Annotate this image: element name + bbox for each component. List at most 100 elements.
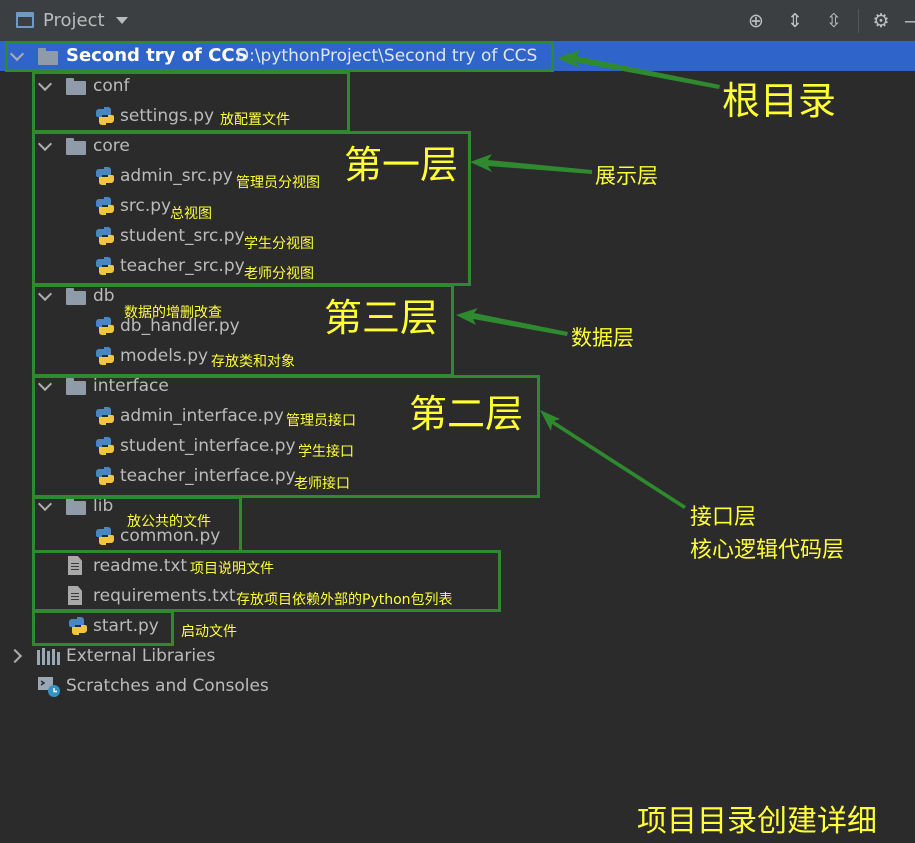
locate-icon[interactable]: ⊕ bbox=[748, 10, 764, 32]
folder-name: core bbox=[93, 136, 130, 156]
tree-row-lib[interactable]: lib bbox=[0, 491, 241, 521]
tree-item-label: External Libraries bbox=[66, 646, 216, 666]
python-file-icon bbox=[96, 317, 114, 335]
file-name: teacher_src.py bbox=[120, 256, 245, 276]
file-name: requirements.txt bbox=[93, 586, 236, 606]
python-file-icon bbox=[96, 197, 114, 215]
tree-row-conf[interactable]: conf bbox=[0, 71, 350, 101]
python-file-icon bbox=[96, 437, 114, 455]
file-name: teacher_interface.py bbox=[120, 466, 296, 486]
annotation-note: 学生接口 bbox=[298, 444, 354, 460]
tree-row-readme[interactable]: readme.txt 项目说明文件 bbox=[0, 551, 500, 581]
library-icon bbox=[37, 648, 60, 665]
python-file-icon bbox=[96, 107, 114, 125]
tree-row-models[interactable]: models.py 存放类和对象 bbox=[0, 341, 453, 371]
tree-row-requirements[interactable]: requirements.txt 存放项目依赖外部的Python包列表 bbox=[0, 581, 500, 611]
arrow-layer3 bbox=[456, 308, 568, 336]
layer-description: 展示层 bbox=[595, 164, 658, 188]
tree-row-admin-interface[interactable]: admin_interface.py 管理员接口 bbox=[0, 401, 539, 431]
python-file-icon bbox=[96, 527, 114, 545]
tree-row-teacher-src[interactable]: teacher_src.py 老师分视图 bbox=[0, 251, 470, 282]
layer-description: 核心逻辑代码层 bbox=[690, 538, 845, 563]
tree-row-src[interactable]: src.py 总视图 bbox=[0, 191, 470, 222]
footer-caption: 项目目录创建详细 bbox=[637, 804, 877, 839]
tree-row-start[interactable]: start.py bbox=[0, 611, 173, 641]
python-file-icon bbox=[96, 227, 114, 245]
file-name: student_interface.py bbox=[120, 436, 296, 456]
tree-row-db[interactable]: db bbox=[0, 281, 453, 311]
folder-icon bbox=[66, 138, 86, 155]
root-label: 根目录 bbox=[722, 79, 837, 123]
tree-row-student-src[interactable]: student_src.py 学生分视图 bbox=[0, 221, 470, 252]
project-window-icon bbox=[16, 12, 34, 28]
chevron-down-icon[interactable] bbox=[116, 17, 128, 24]
annotation-note: 放公共的文件 bbox=[127, 514, 211, 530]
root-folder-name: Second try of CCS bbox=[66, 45, 248, 66]
hide-icon[interactable]: — bbox=[904, 10, 915, 32]
file-name: db_handler.py bbox=[120, 316, 240, 336]
file-name: admin_interface.py bbox=[120, 406, 284, 426]
text-file-icon bbox=[68, 556, 82, 575]
layer-label: 第一层 bbox=[344, 143, 459, 187]
file-name: src.py bbox=[120, 196, 172, 216]
annotation-note: 启动文件 bbox=[181, 624, 237, 640]
tree-row-external-libraries[interactable]: External Libraries bbox=[0, 641, 300, 671]
annotation-note: 总视图 bbox=[170, 206, 212, 222]
toolbar-divider bbox=[858, 9, 859, 33]
scratches-icon bbox=[38, 677, 60, 697]
file-name: readme.txt bbox=[93, 556, 188, 576]
folder-name: conf bbox=[93, 76, 130, 96]
annotation-note: 数据的增删改查 bbox=[124, 305, 222, 321]
text-file-icon bbox=[68, 586, 82, 605]
file-name: common.py bbox=[120, 526, 221, 546]
file-name: admin_src.py bbox=[120, 166, 233, 186]
annotation-box-root bbox=[5, 41, 554, 72]
arrow-root bbox=[557, 50, 720, 89]
annotation-note: 学生分视图 bbox=[244, 236, 314, 252]
folder-name: db bbox=[93, 286, 115, 306]
tree-row-settings[interactable]: settings.py 放配置文件 bbox=[0, 101, 350, 131]
root-folder-path: D:\pythonProject\Second try of CCS bbox=[236, 46, 538, 66]
project-view-title[interactable]: Project bbox=[43, 10, 105, 31]
file-name: settings.py bbox=[120, 106, 215, 126]
arrow-layer1 bbox=[470, 154, 592, 174]
folder-icon bbox=[66, 498, 86, 515]
annotation-note: 项目说明文件 bbox=[190, 561, 274, 577]
tree-item-label: Scratches and Consoles bbox=[66, 676, 269, 696]
tree-row-admin-src[interactable]: admin_src.py 管理员分视图 bbox=[0, 161, 470, 191]
tree-row-teacher-interface[interactable]: teacher_interface.py 老师接口 bbox=[0, 461, 539, 492]
python-file-icon bbox=[69, 617, 87, 635]
tree-row-db-handler[interactable]: db_handler.py bbox=[0, 311, 453, 341]
layer-label: 第二层 bbox=[409, 392, 524, 436]
annotation-note: 老师接口 bbox=[294, 476, 350, 492]
tree-row-core[interactable]: core bbox=[0, 131, 470, 161]
annotation-note: 存放类和对象 bbox=[211, 354, 295, 370]
collapse-all-icon[interactable]: ⇳ bbox=[826, 10, 842, 32]
folder-icon bbox=[66, 378, 86, 395]
tree-row-common[interactable]: common.py bbox=[0, 521, 241, 551]
project-toolbar: Project ⊕ ⇕ ⇳ ⚙ — bbox=[0, 0, 915, 42]
file-name: start.py bbox=[93, 616, 159, 636]
annotation-note: 管理员接口 bbox=[286, 413, 356, 429]
folder-name: lib bbox=[93, 496, 114, 516]
file-name: student_src.py bbox=[120, 226, 245, 246]
file-name: models.py bbox=[120, 346, 209, 366]
layer-label: 第三层 bbox=[324, 296, 439, 340]
tree-row-student-interface[interactable]: student_interface.py 学生接口 bbox=[0, 431, 539, 461]
python-file-icon bbox=[96, 167, 114, 185]
annotation-box-start bbox=[32, 610, 174, 646]
tree-row-interface[interactable]: interface bbox=[0, 371, 539, 401]
expand-all-icon[interactable]: ⇕ bbox=[787, 10, 803, 32]
annotation-note: 管理员分视图 bbox=[236, 175, 320, 191]
tree-row-root[interactable]: Second try of CCS D:\pythonProject\Secon… bbox=[0, 41, 915, 71]
folder-name: interface bbox=[93, 376, 169, 396]
annotation-box-files bbox=[32, 550, 501, 612]
arrow-layer2 bbox=[540, 410, 686, 509]
layer-description: 数据层 bbox=[571, 326, 634, 350]
layer-description: 接口层 bbox=[690, 505, 757, 530]
gear-icon[interactable]: ⚙ bbox=[872, 10, 890, 32]
annotation-note: 存放项目依赖外部的Python包列表 bbox=[236, 592, 453, 608]
tree-row-scratches[interactable]: Scratches and Consoles bbox=[0, 671, 300, 701]
python-file-icon bbox=[96, 347, 114, 365]
